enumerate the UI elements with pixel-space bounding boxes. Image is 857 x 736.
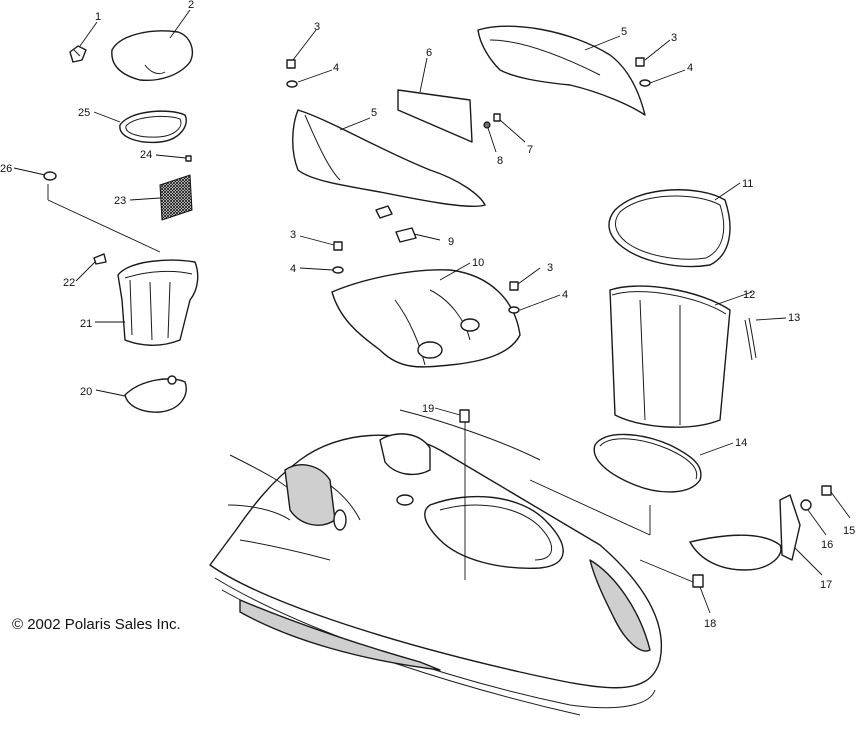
callout-23: 23: [114, 195, 126, 207]
part-21-bin: [117, 259, 199, 346]
deck-hull: [209, 409, 662, 716]
part-12-storage-bucket: [609, 285, 731, 428]
callout-2: 2: [188, 0, 194, 11]
part-20-plate: [124, 375, 187, 413]
callout-3: 3: [290, 229, 296, 241]
callout-6: 6: [426, 47, 432, 59]
part-5-side-panel-right: [477, 25, 646, 116]
callout-4: 4: [333, 62, 339, 74]
callout-20: 20: [80, 386, 92, 398]
part-15-screw: [821, 485, 832, 496]
part-3-screw-b: [635, 57, 645, 67]
callout-4: 4: [562, 289, 568, 301]
callout-3: 3: [547, 262, 553, 274]
part-5-side-panel-left: [292, 109, 486, 208]
callout-17: 17: [820, 579, 832, 591]
part-6-decal: [397, 89, 473, 143]
callout-25: 25: [78, 107, 90, 119]
callout-19: 19: [422, 403, 434, 415]
callout-3: 3: [671, 32, 677, 44]
part-14-seal: [593, 433, 702, 493]
part-24-screw: [185, 155, 192, 162]
part-17-trim: [689, 494, 801, 571]
part-13-rod: [744, 317, 757, 361]
callout-24: 24: [140, 149, 152, 161]
part-3-screw-c: [333, 241, 343, 251]
part-26-cap: [43, 171, 57, 181]
callout-11: 11: [742, 178, 753, 190]
part-9-clips: [375, 205, 417, 243]
part-18-plug: [692, 574, 704, 588]
callout-14: 14: [735, 437, 747, 449]
callout-9: 9: [448, 236, 454, 248]
part-4-washer-b: [639, 79, 651, 87]
callout-4: 4: [290, 263, 296, 275]
callout-3: 3: [314, 21, 320, 33]
callout-10: 10: [472, 257, 484, 269]
callout-8: 8: [497, 155, 503, 167]
part-4-washer-c: [332, 266, 344, 274]
callout-5: 5: [621, 26, 627, 38]
leader-lines: [13, 9, 851, 614]
callout-18: 18: [704, 618, 716, 630]
callout-1: 1: [95, 11, 101, 23]
part-2-cover: [111, 30, 194, 82]
copyright-notice: © 2002 Polaris Sales Inc.: [12, 616, 181, 633]
callout-12: 12: [743, 289, 755, 301]
part-11-gasket: [608, 189, 731, 268]
callout-4: 4: [687, 62, 693, 74]
part-4-washer-a: [286, 80, 298, 88]
part-7-8-fasteners: [483, 113, 501, 129]
callout-21: 21: [80, 318, 92, 330]
part-3-screw-d: [509, 281, 519, 291]
part-19-plug: [459, 409, 470, 423]
part-1-clip: [69, 45, 87, 63]
part-4-washer-d: [508, 306, 520, 314]
callout-13: 13: [788, 312, 800, 324]
callout-7: 7: [527, 144, 533, 156]
part-22-fastener: [93, 253, 107, 265]
part-25-gasket: [119, 110, 187, 144]
callout-22: 22: [63, 277, 75, 289]
part-10-console: [331, 269, 521, 368]
part-23-screen: [159, 174, 193, 221]
callout-labels: 1 2 3 4 5 6 5 3 4 7 8 25 24 26 23 11 3 9…: [0, 0, 855, 630]
part-16-nut: [800, 499, 812, 511]
callout-16: 16: [821, 539, 833, 551]
callout-15: 15: [843, 525, 855, 537]
callout-5: 5: [371, 107, 377, 119]
callout-26: 26: [0, 163, 12, 175]
part-3-screw-a: [286, 59, 296, 69]
